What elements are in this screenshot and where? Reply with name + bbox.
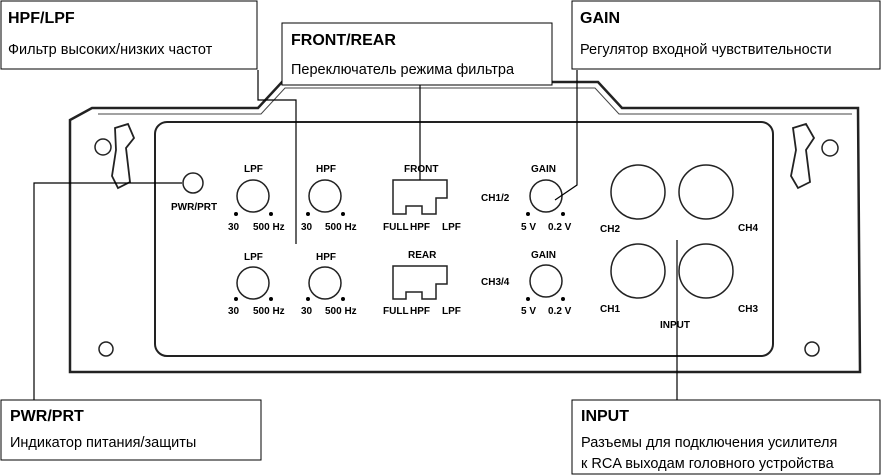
front-switch-label: FRONT [404,164,438,175]
front-switch-body[interactable] [392,179,448,215]
gain-12-dot-min [526,212,530,216]
rca-ch2-label: CH2 [600,224,620,235]
callout-pwr-prt-desc: Индикатор питания/защиты [10,435,196,451]
mounting-hole-bottom-right [804,341,820,357]
hpf-bottom-dot-max [341,297,345,301]
callout-front-rear-desc: Переключатель режима фильтра [291,62,515,78]
chassis-inner-line [98,87,852,115]
lpf-bottom-dot-min [234,297,238,301]
lpf-bottom-knob[interactable] [236,266,270,300]
front-opt-lpf: LPF [442,222,461,233]
rear-opt-full: FULL [383,306,409,317]
chassis-outline [68,80,862,374]
gain-34-dot-max [561,297,565,301]
gain-12-channel: CH1/2 [481,193,510,204]
callout-input-title: INPUT [581,408,629,425]
rca-jack-ch2[interactable] [610,164,666,220]
mounting-hole-top-right [821,139,839,157]
rear-opt-hpf: HPF [410,306,430,317]
lpf-bottom-max: 500 Hz [253,306,285,317]
mounting-hole-top-left [94,138,112,156]
gain-34-max: 0.2 V [548,306,572,317]
hpf-top-max: 500 Hz [325,222,357,233]
front-opt-hpf: HPF [410,222,430,233]
leader-gain [554,70,578,201]
gain-12-label: GAIN [531,164,556,175]
callout-gain-box [571,0,881,70]
callout-front-rear-title: FRONT/REAR [291,32,396,49]
rear-switch-label: REAR [408,250,437,261]
hpf-bottom-label: HPF [316,252,336,263]
callout-pwr-prt-box [0,399,262,461]
hpf-top-dot-min [306,212,310,216]
callout-hpf-lpf-desc: Фильтр высоких/низких частот [8,42,213,58]
callout-hpf-lpf-title: HPF/LPF [8,10,75,27]
gain-12-dot-max [561,212,565,216]
hpf-top-dot-max [341,212,345,216]
gain-12-min: 5 V [521,222,536,233]
gain-12-knob[interactable] [529,179,563,213]
control-panel [154,121,774,357]
pwr-prt-led [182,172,204,194]
rca-ch4-label: CH4 [738,223,758,234]
rca-jack-ch3[interactable] [678,243,734,299]
callout-front-rear-box [281,22,553,86]
bracket-left [111,122,136,190]
lpf-bottom-label: LPF [244,252,263,263]
pwr-prt-label: PWR/PRT [171,202,217,213]
lpf-top-dot-max [269,212,273,216]
gain-34-knob[interactable] [529,264,563,298]
leader-hpf-lpf [257,70,297,244]
hpf-top-label: HPF [316,164,336,175]
callout-gain-desc: Регулятор входной чувствительности [580,42,832,58]
lpf-bottom-dot-max [269,297,273,301]
bracket-right [790,122,816,190]
gain-34-label: GAIN [531,250,556,261]
mounting-hole-bottom-left [98,341,114,357]
callout-input-desc-line1: Разъемы для подключения усилителя [581,435,837,451]
lpf-top-label: LPF [244,164,263,175]
rca-jack-ch4[interactable] [678,164,734,220]
rear-opt-lpf: LPF [442,306,461,317]
lpf-top-min: 30 [228,222,240,233]
gain-34-channel: CH3/4 [481,277,510,288]
rca-ch1-label: CH1 [600,304,620,315]
lpf-top-max: 500 Hz [253,222,285,233]
lpf-bottom-min: 30 [228,306,240,317]
hpf-bottom-dot-min [306,297,310,301]
gain-34-dot-min [526,297,530,301]
callout-input-desc-line2: к RCA выходам головного устройства [581,456,835,472]
hpf-top-min: 30 [301,222,313,233]
front-opt-full: FULL [383,222,409,233]
hpf-top-knob[interactable] [308,179,342,213]
hpf-bottom-knob[interactable] [308,266,342,300]
leader-pwr-prt [33,182,182,400]
rear-switch-body[interactable] [392,265,448,300]
lpf-top-knob[interactable] [236,179,270,213]
callout-input-box [571,399,881,475]
gain-34-min: 5 V [521,306,536,317]
callout-gain-title: GAIN [580,10,620,27]
hpf-bottom-min: 30 [301,306,313,317]
rca-input-label: INPUT [660,320,690,331]
rca-jack-ch1[interactable] [610,243,666,299]
callout-hpf-lpf-box [0,0,258,70]
lpf-top-dot-min [234,212,238,216]
rca-ch3-label: CH3 [738,304,758,315]
hpf-bottom-max: 500 Hz [325,306,357,317]
gain-12-max: 0.2 V [548,222,572,233]
callout-pwr-prt-title: PWR/PRT [10,408,84,425]
